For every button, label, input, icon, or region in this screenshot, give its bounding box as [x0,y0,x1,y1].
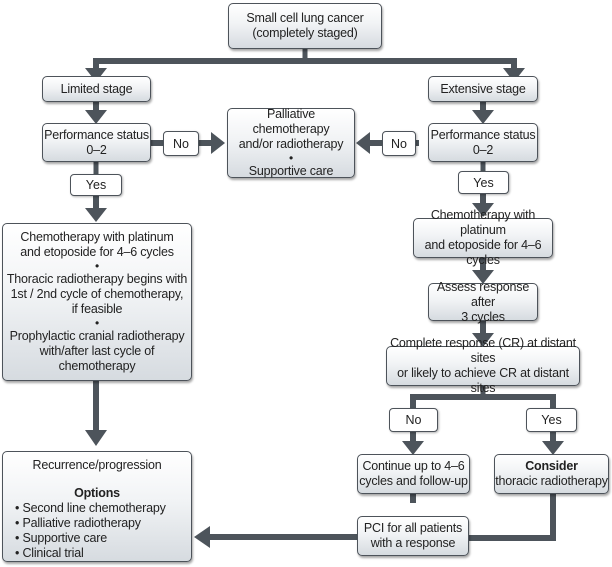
cr-yes-label: Yes [526,408,577,432]
continue-line1: Continue up to 4–6 [362,459,465,473]
limited-performance-status-node: Performance status 0–2 [42,123,151,162]
connector-consider-pci [466,494,556,541]
recurrence-title: Recurrence/progression [32,458,162,472]
limited-stage-label: Limited stage [60,81,133,96]
bullet-separator: • [94,316,99,330]
limited-no-label: No [163,131,199,156]
extensive-stage-label: Extensive stage [440,81,526,96]
arrowhead-extensive-chemo [472,203,494,217]
limited-treatment-item2-line1: Thoracic radiotherapy begins with [6,272,188,286]
continue-cycles-node: Continue up to 4–6 cycles and follow-up [357,454,470,494]
pci-line2: with a response [370,536,456,550]
cr-line1: Complete response (CR) at distant sites [390,336,576,365]
option-item: • Second line chemotherapy [15,501,166,515]
arrowhead-extensive-ps [472,110,494,124]
limited-ps-line2: 0–2 [86,142,107,157]
palliative-line3: Supportive care [248,164,334,178]
arrowhead-extensive-stage [503,68,525,82]
palliative-care-node: Palliative chemotherapy and/or radiother… [227,107,355,178]
option-item: • Palliative radiotherapy [15,516,141,530]
extensive-performance-status-node: Performance status 0–2 [428,123,538,162]
assess-response-node: Assess response after 3 cycles [428,279,538,324]
arrowhead-limited-ps [85,110,107,124]
arrowhead-cr [472,333,494,347]
limited-treatment-item3-line1: Prophylactic cranial radiotherapy [9,329,185,343]
extensive-chemo-line2: and etoposide for 4–6 cycles [424,238,542,267]
options-list: • Second line chemotherapy • Palliative … [15,501,166,561]
arrowhead-continue [402,441,424,455]
root-node-small-cell-lung-cancer: Small cell lung cancer (completely stage… [228,3,382,49]
arrowhead-limited-stage [85,68,107,82]
extensive-chemo-line1: Chemotherapy with platinum [430,208,536,237]
palliative-line1: Palliative chemotherapy [252,107,330,136]
palliative-line2: and/or radiotherapy [238,137,344,151]
extensive-ps-line1: Performance status [430,127,536,142]
arrowhead-limited-palliative [211,132,225,154]
consider-thoracic-radiotherapy-node: Consider thoracic radiotherapy [494,454,609,494]
option-item: • Clinical trial [15,546,84,560]
cr-yes-text: Yes [541,413,562,427]
extensive-yes-text: Yes [473,175,494,190]
limited-yes-label: Yes [70,174,122,196]
bullet-separator: • [288,151,293,165]
extensive-no-label: No [382,131,416,156]
arrowhead-limited-chemo [85,208,107,222]
options-heading: Options [74,486,120,500]
limited-treatment-node: Chemotherapy with platinum and etoposide… [2,223,192,381]
limited-treatment-item2-line2: 1st / 2nd cycle of chemotherapy, [10,287,184,301]
limited-treatment-item2-line3: if feasible [71,302,123,316]
cr-line2: or likely to achieve CR at distant sites [397,366,569,395]
arrowhead-consider [542,441,564,455]
root-node-line1: Small cell lung cancer [246,11,364,25]
arrowhead-recurrence [85,430,107,446]
pci-node: PCI for all patients with a response [357,516,469,556]
limited-stage-node: Limited stage [42,76,151,102]
extensive-chemotherapy-node: Chemotherapy with platinum and etoposide… [413,208,553,267]
connector-top-split [93,58,517,70]
arrowhead-extensive-palliative [356,132,370,154]
limited-treatment-item3-line2: with/after last cycle of chemotherapy [39,344,155,373]
recurrence-progression-node: Recurrence/progression Options • Second … [2,451,192,562]
extensive-stage-node: Extensive stage [428,76,538,102]
extensive-no-text: No [391,136,407,151]
limited-no-text: No [173,136,189,151]
continue-line2: cycles and follow-up [359,474,468,488]
complete-response-node: Complete response (CR) at distant sites … [386,336,580,395]
arrowhead-assess [472,270,494,284]
limited-yes-text: Yes [85,178,107,192]
assess-line2: 3 cycles [461,309,505,324]
root-node-line2: (completely staged) [252,26,358,40]
assess-line1: Assess response after [436,279,530,309]
consider-line2: thoracic radiotherapy [495,474,608,488]
bullet-separator: • [94,259,99,273]
limited-treatment-item1-line1: Chemotherapy with platinum [20,230,174,244]
option-item: • Supportive care [15,531,107,545]
pci-line1: PCI for all patients [363,521,463,535]
consider-bold: Consider [525,459,578,473]
extensive-yes-label: Yes [458,171,509,194]
arrowhead-recurrence-left [194,526,210,548]
cr-no-label: No [389,408,438,432]
extensive-ps-line2: 0–2 [472,142,494,157]
cr-no-text: No [405,413,422,427]
limited-ps-line1: Performance status [44,127,149,142]
limited-treatment-item1-line2: and etoposide for 4–6 cycles [20,245,174,259]
connector-cr-split [410,394,556,409]
